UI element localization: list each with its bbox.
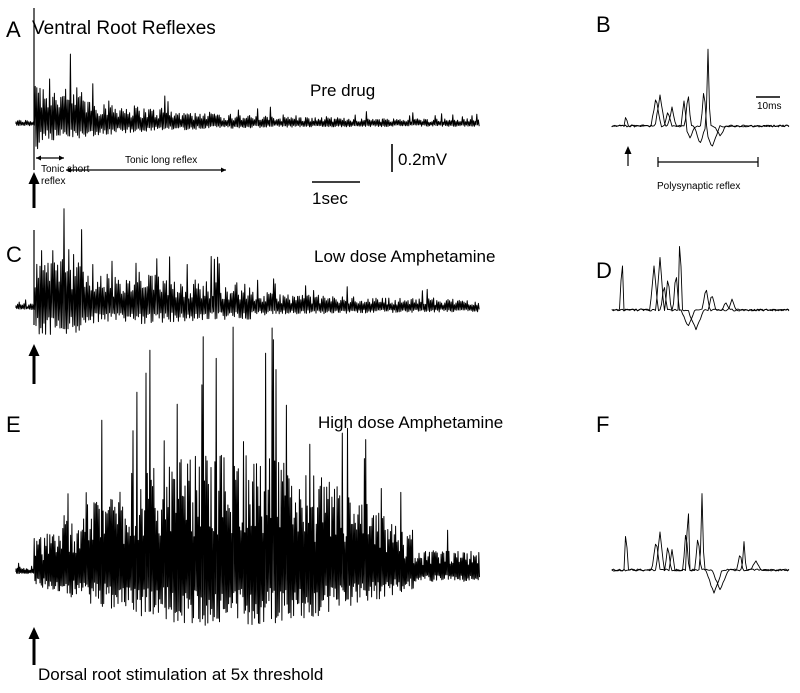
stimulus-arrow-c-icon <box>28 344 40 356</box>
time-scale-label-short: 10ms <box>757 101 781 112</box>
stimulus-arrow-b-icon <box>624 146 632 154</box>
panel-letter-b: B <box>596 12 611 37</box>
trace-high-dose-expanded-2 <box>611 534 790 591</box>
stimulation-caption: Dorsal root stimulation at 5x threshold <box>38 665 323 684</box>
panel-letter-f: F <box>596 412 609 437</box>
stimulus-arrow-a-icon <box>28 172 40 184</box>
condition-label-low-dose: Low dose Amphetamine <box>314 247 495 266</box>
condition-label-pre-drug: Pre drug <box>310 81 375 100</box>
tonic-long-label: Tonic long reflex <box>125 155 197 166</box>
trace-low-dose-expanded-1 <box>611 246 790 331</box>
trace-pre-drug-expanded-1 <box>611 48 790 143</box>
tonic-short-label-line1: Tonic short <box>41 164 90 175</box>
panel-letter-d: D <box>596 258 612 283</box>
panel-letter-e: E <box>6 412 21 437</box>
trace-high-dose-expanded-1 <box>611 493 790 594</box>
voltage-scale-label: 0.2mV <box>398 150 448 169</box>
trace-low-dose-expanded-2 <box>611 265 790 327</box>
trace-low-dose-amphetamine <box>15 208 480 335</box>
panel-letter-a: A <box>6 17 21 42</box>
tonic-short-label-line2: reflex <box>41 176 65 187</box>
trace-pre-drug-expanded-2 <box>611 93 790 147</box>
trace-high-dose-amphetamine <box>15 326 480 626</box>
time-scale-label-long: 1sec <box>312 189 348 208</box>
trace-pre-drug <box>15 53 480 150</box>
condition-label-high-dose: High dose Amphetamine <box>318 413 503 432</box>
stimulus-arrow-e-icon <box>28 627 40 639</box>
polysynaptic-label: Polysynaptic reflex <box>657 181 740 192</box>
panel-letter-c: C <box>6 242 22 267</box>
figure-title: Ventral Root Reflexes <box>32 18 216 39</box>
